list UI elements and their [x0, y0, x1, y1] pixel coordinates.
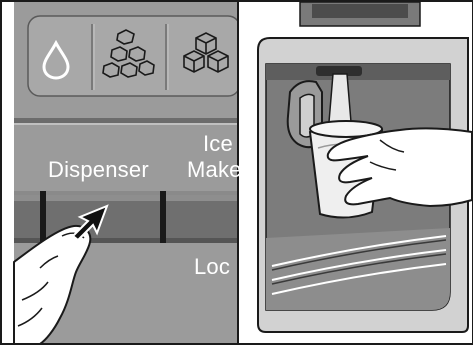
- dispenser-paddle[interactable]: [288, 82, 322, 148]
- ice-maker-label-line2: Make: [187, 157, 242, 183]
- ice-maker-label-line1: Ice: [203, 131, 233, 157]
- ice-maker-button[interactable]: [166, 195, 238, 238]
- dispenser-scene: [238, 2, 472, 343]
- holding-hand: [328, 128, 472, 206]
- lock-label: Loc: [194, 254, 230, 280]
- dispenser-label: Dispenser: [48, 157, 149, 183]
- dispenser-button[interactable]: [46, 195, 160, 238]
